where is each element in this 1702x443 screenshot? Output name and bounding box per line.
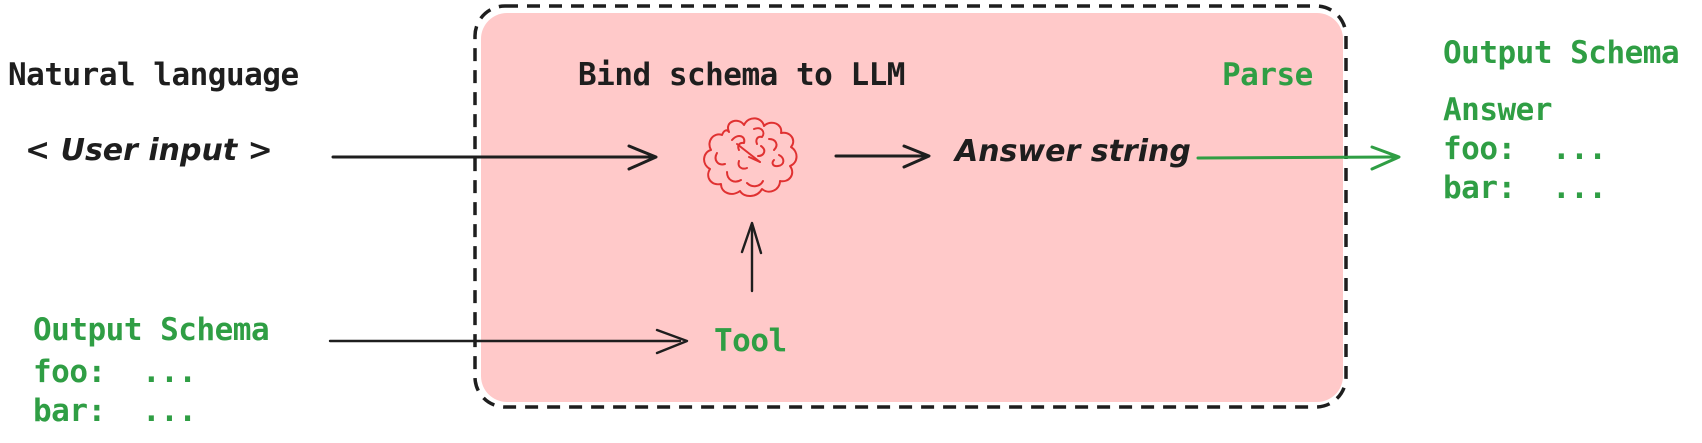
input-schema-title: Output Schema — [33, 312, 270, 348]
llm-boundary-box — [473, 4, 1348, 409]
brain-icon — [703, 117, 798, 197]
parse-label: Parse — [1222, 57, 1313, 93]
arrow-tool-to-llm — [740, 221, 763, 293]
natural-language-label: Natural language — [8, 57, 299, 93]
input-schema-field-foo: foo: ... — [33, 354, 197, 390]
arrow-output-schema-to-tool — [328, 328, 689, 355]
arrow-answer-string-to-output — [1196, 145, 1401, 171]
output-field-bar: bar: ... — [1443, 170, 1607, 206]
bind-schema-title: Bind schema to LLM — [578, 57, 905, 93]
tool-label: Tool — [714, 323, 787, 359]
user-input-value: < User input > — [25, 133, 273, 168]
output-schema-title: Output Schema — [1443, 35, 1680, 71]
output-answer-label: Answer — [1443, 92, 1552, 128]
answer-string-label: Answer string — [955, 134, 1191, 169]
input-schema-field-bar: bar: ... — [33, 393, 197, 429]
arrow-llm-to-answer-string — [834, 144, 931, 169]
output-field-foo: foo: ... — [1443, 131, 1607, 167]
arrow-user-input-to-llm — [331, 144, 658, 171]
